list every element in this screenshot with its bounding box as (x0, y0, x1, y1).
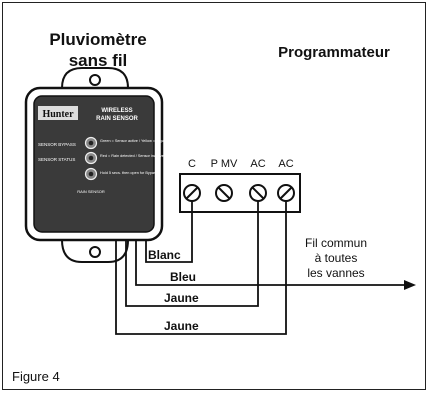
common-wire-label-line1: Fil commun (305, 236, 367, 250)
wire-bleu (135, 240, 410, 286)
terminal-block (179, 173, 301, 213)
product-line1: WIRELESS (101, 108, 132, 114)
wire-jaune1 (125, 201, 259, 307)
bypass-button-center (88, 140, 94, 146)
sensor-title-line2: sans fil (69, 51, 128, 70)
figure-caption: Figure 4 (12, 369, 60, 384)
terminal-label-ac2: AC (278, 158, 293, 170)
wires (115, 201, 410, 335)
terminal-label-ac1: AC (250, 158, 265, 170)
sensor-row3-desc: Hold 5 secs. then open for Bypass (100, 171, 158, 175)
status-indicator-center (88, 155, 94, 161)
wire-label-blanc: Blanc (148, 248, 181, 262)
sensor-row2-desc: Red = Rain detected / Sensor inactive (100, 154, 164, 158)
brand-badge (38, 106, 78, 120)
screw-terminal-icon (249, 184, 267, 202)
sensor-bottom-tab (60, 239, 130, 263)
wire-label-jaune2: Jaune (164, 319, 199, 333)
sensor-row1-label: SENSOR BYPASS (38, 142, 76, 147)
terminal-label-pmv: P MV (211, 158, 238, 170)
wire-label-jaune1: Jaune (164, 291, 199, 305)
screw-terminal-icon (183, 184, 201, 202)
sensor-panel (33, 95, 155, 233)
wire-label-bleu: Bleu (170, 270, 196, 284)
wire-jaune2 (115, 201, 287, 335)
sensor-footer: RAIN SENSOR (77, 189, 105, 194)
wire-blanc (145, 201, 193, 263)
product-line2: RAIN SENSOR (96, 116, 138, 122)
terminal-label-c: C (188, 158, 196, 170)
sensor-row2-label: SENSOR STATUS (38, 157, 75, 162)
controller-title: Programmateur (278, 44, 390, 61)
brand-logo: Hunter (42, 109, 74, 120)
sensor-top-tab (60, 67, 130, 89)
screw-terminal-icon (215, 184, 233, 202)
screw-terminal-icon (277, 184, 295, 202)
sensor-row1-desc: Green = Sensor active / Yellow = Bypass (100, 139, 169, 143)
common-wire-label-line2: à toutes (315, 251, 358, 265)
common-wire-label-line3: les vannes (307, 266, 364, 280)
arrow-right-icon (404, 280, 416, 290)
sensor-title-line1: Pluviomètre (49, 30, 146, 49)
third-button-center (88, 171, 94, 177)
